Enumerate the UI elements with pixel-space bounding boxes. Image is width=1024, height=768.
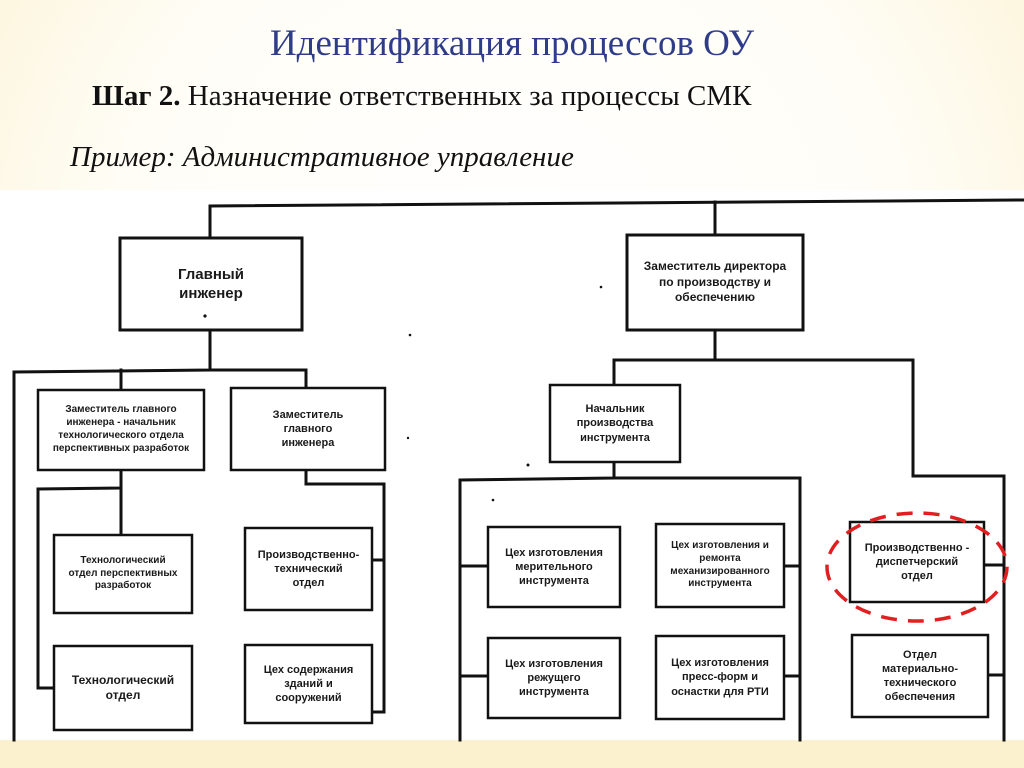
- box-dispatch-dept: [848, 520, 986, 604]
- slide-bottom-band: [0, 740, 1024, 768]
- connector-top-spine: [208, 198, 1024, 332]
- scan-speck: [526, 463, 530, 467]
- box-deputy-chief-head-tech: [36, 388, 206, 472]
- slide-title: Идентификация процессов ОУ: [269, 23, 755, 64]
- connector-tools-subtree-left: [458, 460, 616, 742]
- box-tech-dept: [52, 644, 194, 732]
- scan-speck: [203, 314, 207, 318]
- box-production-tech-dept: [243, 526, 374, 612]
- scan-speck: [406, 436, 410, 440]
- step-description: Назначение ответственных за процессы СМК: [187, 80, 752, 112]
- scan-specks: [203, 285, 603, 502]
- connector-left-branch: [12, 328, 212, 742]
- box-tech-dept-prospective: [52, 533, 194, 615]
- connector-right-branch: [713, 328, 1006, 742]
- scan-speck: [408, 333, 412, 337]
- box-press-forms-shop: [654, 634, 786, 721]
- step-number: Шаг 2.: [92, 80, 181, 112]
- box-material-supply-dept: [850, 633, 990, 719]
- org-boxes: [36, 233, 990, 732]
- box-mechanized-tools-shop: [654, 522, 786, 609]
- box-cutting-tools-shop: [486, 636, 622, 720]
- example-caption: Пример: Административное управление: [70, 141, 574, 173]
- box-deputy-chief-engineer: [229, 386, 387, 472]
- box-deputy-director: [625, 233, 805, 332]
- box-chief-engineer: [118, 236, 304, 332]
- box-buildings-maintenance: [243, 643, 374, 725]
- box-head-tool-production: [548, 383, 682, 464]
- connector-tech-subtree: [36, 468, 123, 690]
- connector-tools-subtree-right: [612, 476, 802, 742]
- box-measuring-tools-shop: [486, 525, 622, 609]
- step-heading: Шаг 2. Назначение ответственных за проце…: [92, 80, 751, 113]
- scan-speck: [491, 498, 495, 502]
- connector-deputy-subtree: [304, 468, 386, 714]
- highlight-dashed-ellipse: [825, 511, 1009, 623]
- scan-speck: [599, 285, 603, 289]
